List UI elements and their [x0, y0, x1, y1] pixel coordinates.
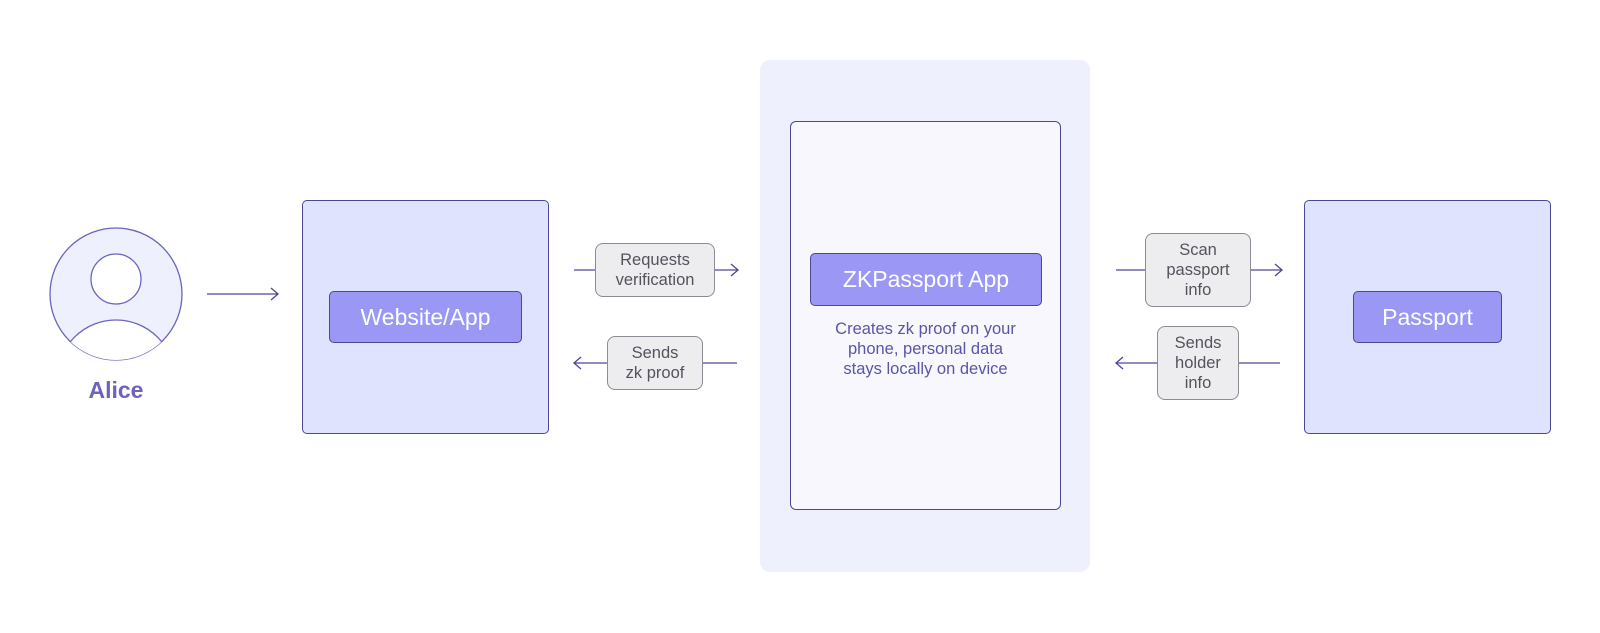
- label-line: passport: [1166, 261, 1230, 279]
- description-line: phone, personal data: [847, 340, 1004, 358]
- label-line: Scan: [1179, 241, 1217, 259]
- arrow-requests-verification: [574, 263, 739, 277]
- arrow-sends-zk-proof: [573, 356, 737, 370]
- phone-screen: [790, 121, 1061, 510]
- label-sends-zk-proof: Sends zk proof: [607, 336, 703, 390]
- user-name: Alice: [88, 377, 144, 403]
- label-line: Sends: [631, 344, 679, 362]
- label-sends-holder-info: Sends holder info: [1157, 326, 1239, 400]
- label-line: holder: [1175, 354, 1221, 372]
- label-line: Requests: [620, 251, 690, 269]
- user-avatar-icon: [49, 227, 183, 361]
- arrow-scan-passport-info: [1116, 263, 1283, 277]
- arrow-sends-holder-info: [1115, 356, 1280, 370]
- description-line: stays locally on device: [843, 360, 1008, 378]
- zkpassport-description: Creates zk proof on your phone, personal…: [790, 319, 1061, 379]
- label-line: info: [1184, 281, 1212, 299]
- label-line: info: [1184, 374, 1212, 392]
- zkpassport-app-chip: ZKPassport App: [810, 253, 1042, 306]
- label-line: verification: [615, 271, 695, 289]
- description-line: Creates zk proof on your: [835, 320, 1016, 338]
- website-app-chip: Website/App: [329, 291, 522, 343]
- label-scan-passport-info: Scan passport info: [1145, 233, 1251, 307]
- label-line: zk proof: [625, 364, 685, 382]
- label-line: Sends: [1174, 334, 1222, 352]
- passport-chip: Passport: [1353, 291, 1502, 343]
- arrow-alice-to-website: [207, 287, 279, 301]
- label-requests-verification: Requests verification: [595, 243, 715, 297]
